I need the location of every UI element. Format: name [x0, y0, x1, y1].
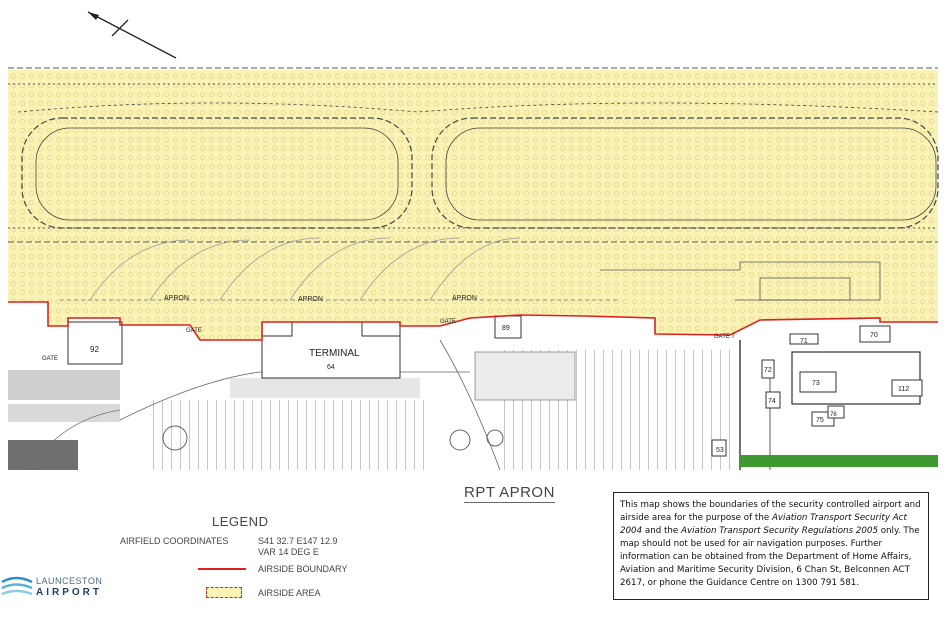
- gate-label: GATE: [42, 356, 58, 362]
- building-label: 112: [898, 386, 909, 393]
- building-73: [799, 371, 837, 393]
- coordinates-label: AIRFIELD COORDINATES: [120, 536, 229, 546]
- building-label: 72: [764, 367, 772, 374]
- gate-label: GATE: [440, 319, 456, 325]
- gate-label: GATE: [186, 328, 202, 334]
- building-label: 53: [716, 447, 724, 454]
- terminal-label: TERMINAL: [309, 348, 360, 359]
- airport-map: APRON APRON APRON: [8, 11, 939, 471]
- launceston-airport-logo: LAUNCESTON AIRPORT: [0, 570, 110, 604]
- airside-area: [8, 70, 938, 340]
- buildings: [67, 315, 923, 457]
- building-label: 74: [768, 398, 776, 405]
- airside-boundary-swatch: [198, 568, 246, 570]
- building-label: 75: [816, 417, 824, 424]
- building-label: 89: [502, 325, 510, 332]
- act-name: Aviation Transport Security Act 2004: [620, 513, 907, 536]
- swoosh-logo-icon: [1, 576, 33, 596]
- landside-area: [8, 339, 938, 471]
- logo-text: LAUNCESTON: [36, 576, 103, 586]
- building-label: 64: [327, 364, 335, 371]
- building-label: 73: [812, 380, 820, 387]
- disclaimer-text: and the: [642, 526, 681, 536]
- taxiway-loops: [17, 102, 939, 229]
- building-label: 70: [870, 332, 878, 339]
- building-72: [761, 359, 775, 379]
- apron-taxi-lines: [60, 237, 881, 301]
- airside-area-swatch: [206, 587, 242, 598]
- map-title: RPT APRON: [464, 484, 555, 503]
- building-76: [827, 405, 845, 419]
- coordinates-line: S41 32.7 E147 12.9: [258, 536, 338, 546]
- building-71: [789, 333, 819, 345]
- disclaimer-text: only. The map should not be used for air…: [620, 526, 920, 588]
- regulations-name: Aviation Transport Security Regulations …: [681, 526, 878, 536]
- airside-boundary-line: [8, 301, 938, 341]
- building-92: [67, 321, 123, 365]
- apron-label: APRON: [164, 295, 189, 302]
- apron-label: APRON: [298, 296, 323, 303]
- building-70: [859, 325, 891, 343]
- grass-strip: [740, 455, 938, 467]
- airside-boundary-label: AIRSIDE BOUNDARY: [258, 564, 348, 574]
- building-74: [765, 391, 781, 409]
- building-label: 92: [90, 345, 99, 354]
- airside-area-label: AIRSIDE AREA: [258, 588, 321, 598]
- coordinates-value: S41 32.7 E147 12.9 VAR 14 DEG E: [258, 536, 338, 558]
- logo-text: AIRPORT: [36, 587, 102, 598]
- building-label: 71: [800, 338, 808, 345]
- building-112: [891, 379, 923, 397]
- coordinates-line: VAR 14 DEG E: [258, 547, 319, 557]
- apron-label: APRON: [452, 295, 477, 302]
- building-53: [711, 439, 727, 457]
- gate-label: GATE 7: [714, 334, 736, 340]
- disclaimer-box: This map shows the boundaries of the sec…: [613, 492, 929, 600]
- building-label: 76: [830, 412, 837, 418]
- disclaimer-text: This map shows the boundaries of the sec…: [620, 500, 921, 523]
- legend-title: LEGEND: [212, 514, 269, 529]
- north-arrow-icon: [87, 11, 177, 59]
